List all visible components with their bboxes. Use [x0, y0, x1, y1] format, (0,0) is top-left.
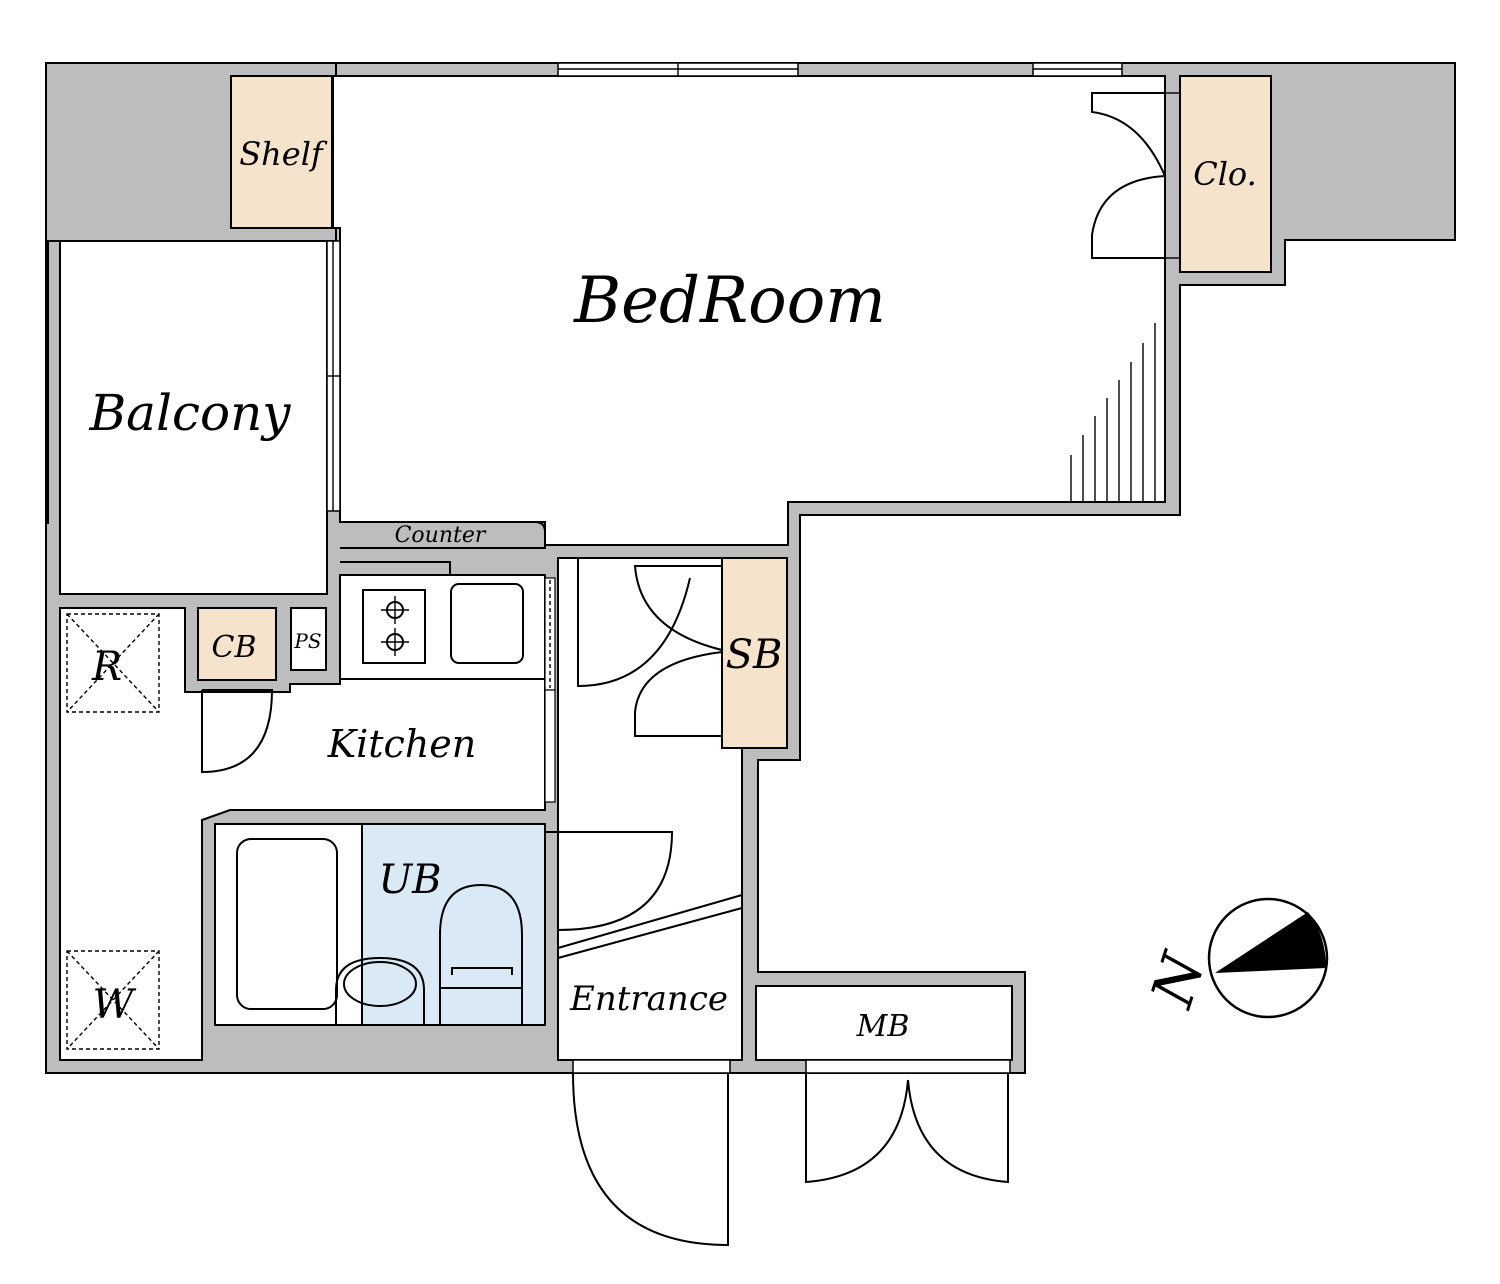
- closet-label: Clo.: [1193, 155, 1257, 193]
- shoebox-door-icon: [633, 565, 723, 651]
- closet-box: [1179, 75, 1272, 273]
- kitchen-sink: [450, 583, 524, 664]
- entrance-label: Entrance: [569, 979, 728, 1019]
- toilet-tank: [440, 967, 522, 989]
- meterbox-door-icon: [805, 1073, 909, 1184]
- bedroom-door-icon: [577, 558, 691, 688]
- kitchen-fixtures: [339, 521, 556, 803]
- bathtub: [236, 838, 338, 1010]
- meter-box-floor: [755, 985, 1013, 1061]
- bedroom-label: BedRoom: [573, 264, 886, 338]
- counter-top: [340, 521, 546, 549]
- sink-basin: [343, 961, 417, 1007]
- shelf-label: Shelf: [239, 135, 328, 173]
- entrance-step: [557, 894, 743, 959]
- unit-bath-label: UB: [378, 857, 441, 903]
- shelf-box: [230, 75, 333, 229]
- toilet-bowl: [439, 883, 523, 1025]
- front-door-icon: [572, 1072, 729, 1247]
- refrigerator-label: R: [91, 644, 122, 690]
- stove: [362, 589, 426, 664]
- closet-door-icon: [1091, 92, 1166, 177]
- washer-spot: [66, 950, 160, 1050]
- washer-label: W: [92, 982, 136, 1028]
- cupboard-door-icon: [201, 689, 274, 774]
- compass-north-label: N: [1137, 943, 1219, 1016]
- cupboard-box: [197, 607, 277, 681]
- unit-bath: [214, 823, 546, 1026]
- labels: BedRoom Balcony Kitchen UB Entrance Shel…: [88, 135, 1256, 1044]
- counter-label: Counter: [395, 523, 487, 548]
- windows: [326, 62, 1123, 512]
- cupboard-label: CB: [212, 630, 257, 665]
- pipe-space-box: [290, 607, 327, 671]
- refrigerator-spot: [66, 613, 160, 713]
- bath-door-icon: [545, 831, 674, 931]
- balcony-floor: [59, 240, 328, 595]
- rooms: [47, 75, 1166, 1061]
- stair-lines: [1065, 323, 1165, 503]
- shoe-box: [721, 557, 788, 749]
- doors: [201, 92, 1180, 1247]
- meter-box-label: MB: [856, 1009, 910, 1044]
- appliances: [66, 613, 160, 1050]
- storage: [197, 75, 1272, 749]
- balcony-label: Balcony: [88, 384, 291, 442]
- pipe-space-label: PS: [293, 629, 321, 653]
- sink-counter: [335, 956, 425, 1025]
- kitchen-label: Kitchen: [327, 722, 477, 766]
- toilet-area: [361, 823, 546, 1026]
- compass: N: [1137, 897, 1329, 1019]
- shoebox-label: SB: [726, 632, 783, 678]
